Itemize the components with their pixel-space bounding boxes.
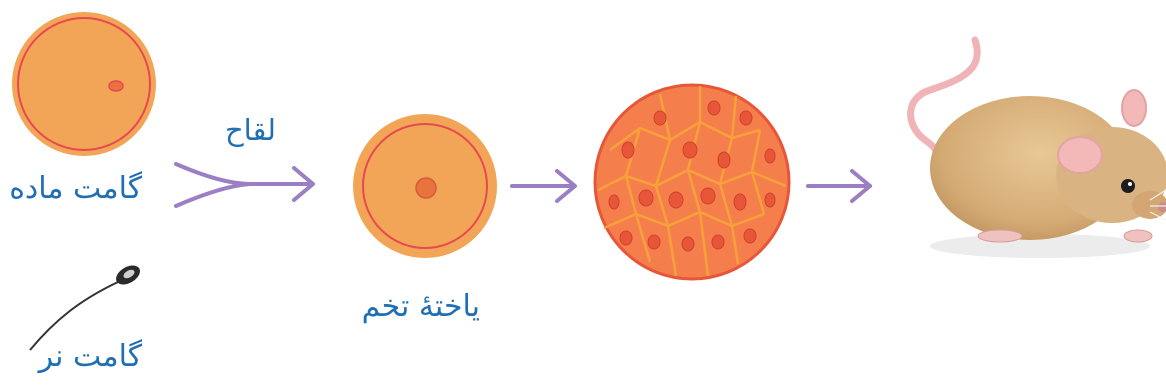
arrow-embryo-to-organism (808, 171, 870, 201)
female-gamete-label: گامت ماده (9, 174, 142, 204)
embryo-cell-cluster-icon (595, 85, 789, 279)
fertilization-arrow (176, 164, 313, 206)
arrow-zygote-to-embryo (512, 171, 575, 201)
mouse-icon (911, 40, 1166, 258)
zygote-label: یاختهٔ تخم (362, 292, 480, 322)
sperm-cell-icon (30, 262, 143, 350)
zygote-cell-icon (353, 114, 497, 258)
male-gamete-label: گامت نر (39, 342, 142, 372)
fertilization-label: لقاح (225, 116, 276, 145)
egg-cell-icon (12, 12, 156, 156)
